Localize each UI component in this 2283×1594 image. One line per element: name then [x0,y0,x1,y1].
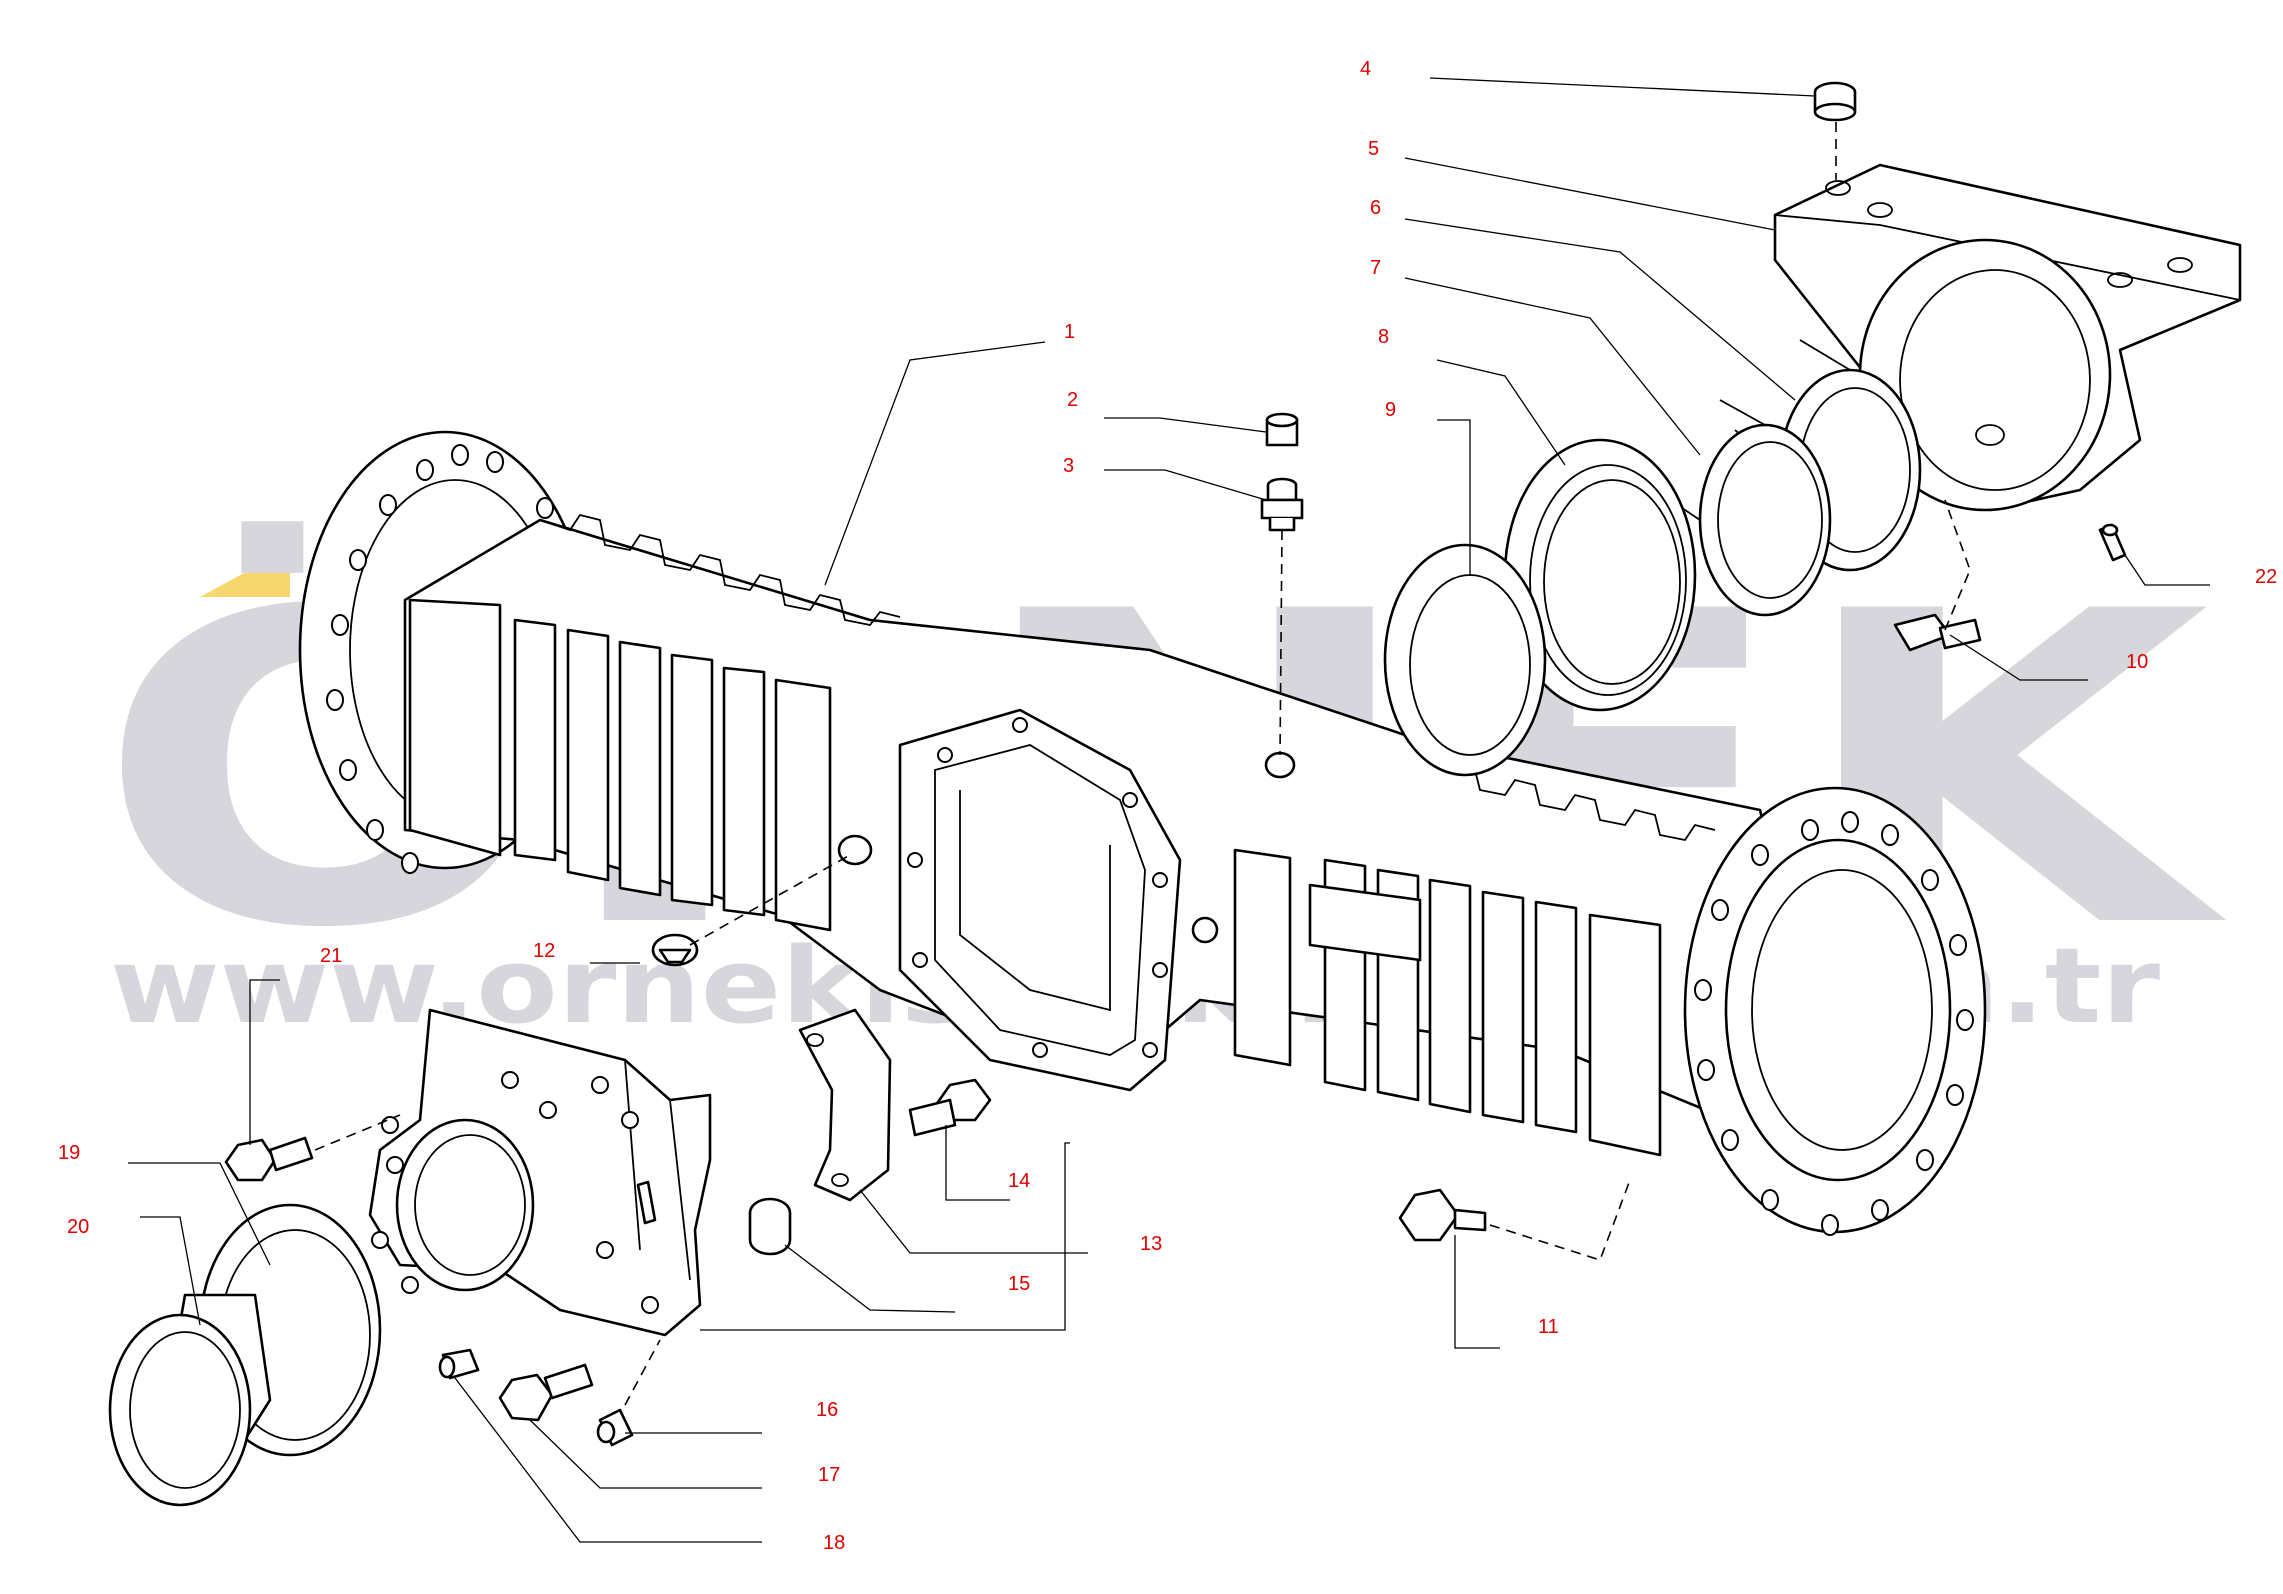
callout-16: 16 [816,1399,838,1421]
cap-screw [908,1078,992,1137]
callout-21: 21 [320,945,342,967]
leader-5 [1404,157,1776,231]
leader-6 [1404,218,1796,401]
housing-port [1191,916,1219,944]
drain-axis [689,854,851,946]
leader-8 [1436,359,1566,466]
callout-20: 20 [67,1216,89,1238]
leader-13-housing [700,1142,1070,1331]
housing-screw-axis [1489,1179,1631,1261]
right-flange-inner [1751,869,1933,1151]
callout-10: 10 [2126,651,2148,673]
thrust-washer [1383,543,1547,777]
leader-7 [1404,277,1701,456]
callout-5: 5 [1368,138,1379,160]
housing-screw [1398,1188,1487,1242]
callout-3: 3 [1063,455,1074,477]
dowel-axis [624,1339,661,1406]
leader-21 [249,979,280,1145]
support-screw [224,1136,314,1182]
leader-2 [1104,417,1267,433]
callout-17: 17 [818,1464,840,1486]
plug [438,1348,480,1380]
breather-axis [1279,529,1283,756]
callout-22: 22 [2255,566,2277,588]
differential-opening [934,744,1146,1056]
leader-20 [140,1216,201,1326]
bracket-screw [1893,613,1982,652]
support-screw-axis [314,1114,401,1151]
leader-14 [945,1125,1010,1201]
leader-3 [1104,469,1267,501]
bracket-screw-axis [1944,499,1971,631]
leader-13 [859,1189,1088,1254]
leader-lines [128,77,2210,1543]
rear-bushing [108,1293,272,1507]
leader-9 [1437,419,1471,575]
left-ribs [408,598,832,932]
flange-screw [498,1363,594,1422]
leader-17 [529,1419,762,1489]
leader-4 [1429,77,1816,97]
right-ribs [1233,848,1662,1157]
drain-boss [837,834,873,866]
pivot-plug [1813,81,1857,122]
leader-10 [1949,634,2088,681]
callout-8: 8 [1378,326,1389,348]
leader-15 [784,1244,956,1313]
pivot-support-rear [798,1008,892,1202]
dowel-pin [596,1408,634,1447]
breather-boss [1264,751,1296,779]
callout-2: 2 [1067,389,1078,411]
callout-15: 15 [1008,1273,1030,1295]
callout-9: 9 [1385,399,1396,421]
leader-11 [1454,1235,1500,1349]
drain-plug [651,933,699,967]
callout-7: 7 [1370,257,1381,279]
breather-cap [1265,412,1299,447]
leader-22 [2124,554,2210,586]
callout-12: 12 [533,940,555,962]
leader-18 [454,1377,762,1543]
callout-labels: 1 2 3 4 5 6 7 8 9 10 11 12 13 14 15 16 1… [58,58,2277,1554]
callout-1: 1 [1064,321,1075,343]
callout-13: 13 [1140,1233,1162,1255]
leader-1 [824,341,1046,586]
bushing [748,1197,792,1256]
watermark-accent-left [200,548,290,597]
callout-6: 6 [1370,197,1381,219]
callout-19: 19 [58,1142,80,1164]
breather-valve [1260,477,1304,532]
name-plate [1308,883,1422,962]
callout-11: 11 [1538,1316,1559,1338]
callout-14: 14 [1008,1170,1030,1192]
differential-inner [959,790,1111,1012]
leader-19 [128,1162,271,1266]
callout-18: 18 [823,1532,845,1554]
right-flange-bore [1724,838,1952,1182]
callout-4: 4 [1360,58,1371,80]
pivot-seal-ring [1503,438,1697,712]
axle-housing [298,430,1987,1236]
flange-housing [368,1008,712,1337]
top-notches-left [539,513,901,626]
